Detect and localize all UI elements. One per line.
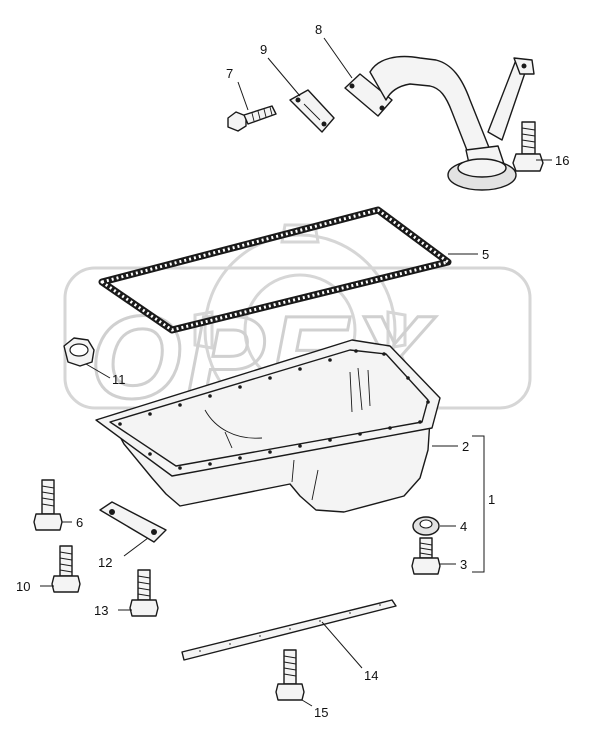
- bolt-part-16: [512, 121, 544, 172]
- callout-8: 8: [315, 22, 322, 37]
- bolt-part-10: [51, 545, 81, 593]
- callout-16: 16: [555, 153, 569, 168]
- callout-labels: 7 9 8 16 5 11 2 1 4 3 6 12 10 13 14 15: [16, 22, 569, 720]
- nut-part-11: [63, 337, 95, 367]
- plate-part-12: [99, 501, 167, 543]
- callout-13: 13: [94, 603, 108, 618]
- oil-pickup-part-8: [344, 55, 535, 191]
- callout-12: 12: [98, 555, 112, 570]
- callout-11: 11: [112, 372, 126, 387]
- strip-part-14: [181, 599, 397, 661]
- callout-10: 10: [16, 579, 30, 594]
- washer-part-4: [412, 516, 440, 536]
- leader-lines: [40, 37, 552, 707]
- callout-6: 6: [76, 515, 83, 530]
- bolt-part-6: [33, 479, 63, 531]
- callout-15: 15: [314, 705, 328, 720]
- gasket-part-9: [289, 89, 335, 133]
- callout-9: 9: [260, 42, 267, 57]
- plug-part-3: [411, 537, 441, 575]
- callout-7: 7: [226, 66, 233, 81]
- callout-2: 2: [462, 439, 469, 454]
- pan-gasket-part-5: [98, 206, 452, 334]
- bolt-part-7: [227, 105, 277, 132]
- pan-flange-holes: [118, 349, 430, 470]
- callout-3: 3: [460, 557, 467, 572]
- bolt-part-13: [129, 569, 159, 617]
- callout-4: 4: [460, 519, 467, 534]
- bolt-part-15: [275, 649, 305, 701]
- callout-5: 5: [482, 247, 489, 262]
- callout-14: 14: [364, 668, 378, 683]
- oil-pan-part-2: [95, 339, 441, 513]
- callout-1: 1: [488, 492, 495, 507]
